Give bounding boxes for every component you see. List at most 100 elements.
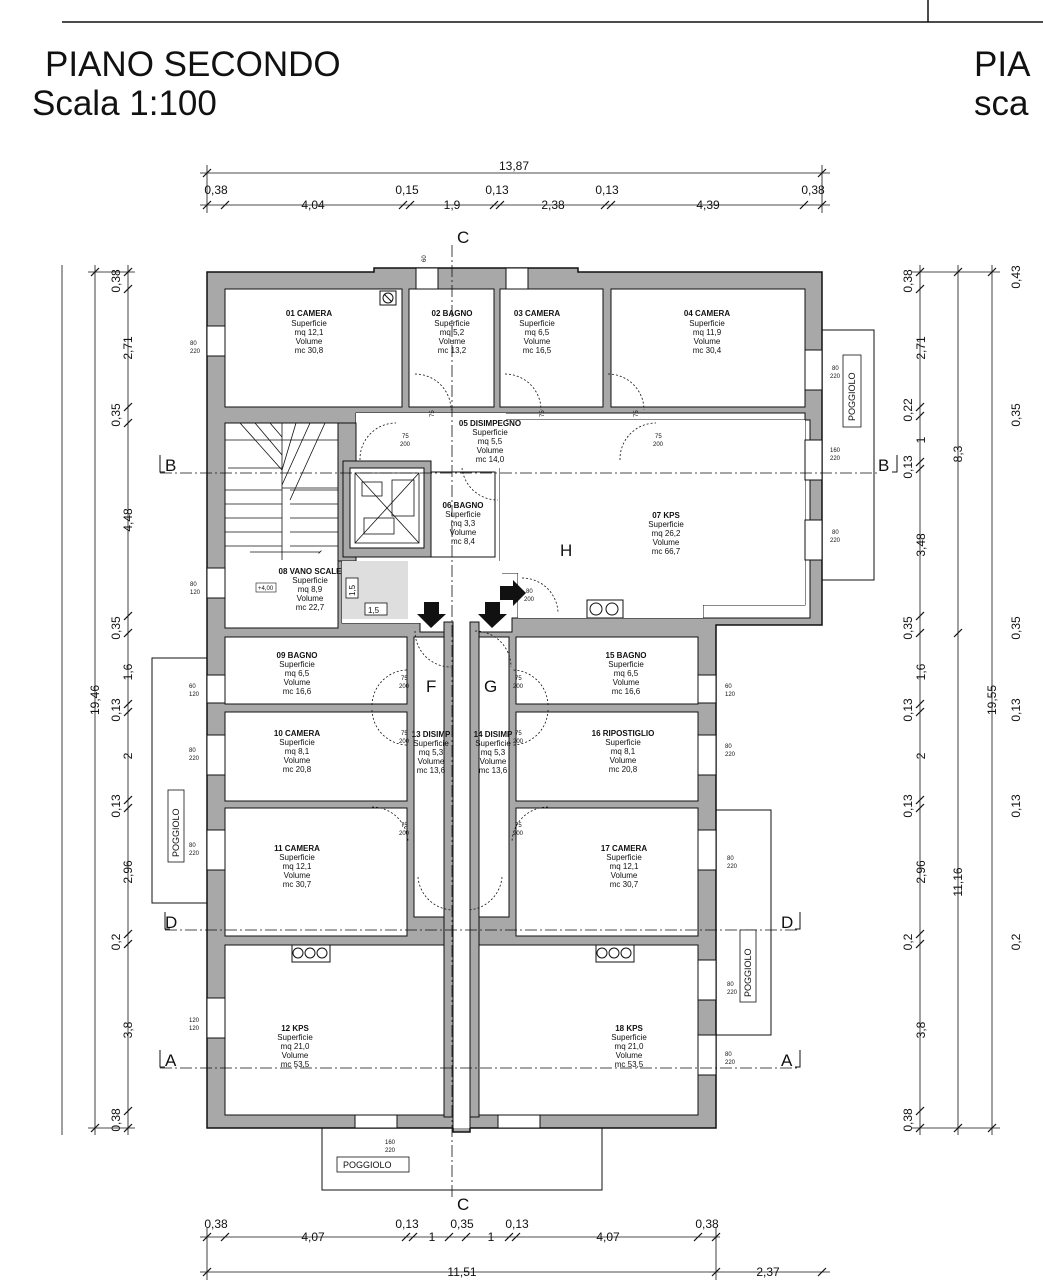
svg-text:200: 200 bbox=[513, 831, 524, 837]
room-label-06: 06 BAGNO Superficie mq 3,3 Volume mc 8,4 bbox=[443, 501, 484, 546]
svg-text:80: 80 bbox=[832, 530, 839, 536]
svg-text:200: 200 bbox=[399, 831, 410, 837]
room-volume-label: Volume bbox=[282, 1051, 309, 1060]
dim-right-total: 8,3 bbox=[951, 445, 965, 462]
room-volume-label: Volume bbox=[284, 756, 311, 765]
dim-top: 4,04 bbox=[301, 198, 325, 212]
room-area: mq 5,5 bbox=[478, 437, 503, 446]
opening-note: 75 bbox=[634, 410, 640, 417]
vent-icons bbox=[291, 290, 635, 963]
room-name: 12 KPS bbox=[281, 1024, 309, 1033]
dim-top-total: 13,87 bbox=[499, 159, 529, 173]
level-mark: +4,00 bbox=[258, 586, 274, 592]
dim-right: 3,48 bbox=[914, 533, 928, 557]
room-volume: mc 53,5 bbox=[281, 1060, 310, 1069]
svg-text:75: 75 bbox=[402, 434, 409, 440]
room-label-11: 11 CAMERA Superficie mq 12,1 Volume mc 3… bbox=[274, 844, 320, 889]
stair-area bbox=[224, 422, 339, 629]
svg-text:200: 200 bbox=[513, 684, 524, 690]
room-volume: mc 13,2 bbox=[438, 346, 467, 355]
dim-right: 3,8 bbox=[914, 1021, 928, 1038]
room-area: mq 8,1 bbox=[285, 747, 310, 756]
svg-text:200: 200 bbox=[400, 442, 411, 448]
axis-label-a-right: A bbox=[781, 1051, 793, 1070]
svg-text:120: 120 bbox=[190, 590, 201, 596]
opening-note: 75 bbox=[430, 410, 436, 417]
room-area: mq 6,5 bbox=[614, 669, 639, 678]
room-labels: 01 CAMERA Superficie mq 12,1 Volume mc 3… bbox=[274, 309, 730, 1069]
room-volume: mc 20,8 bbox=[609, 765, 638, 774]
dim-left-total: 19,46 bbox=[88, 685, 102, 715]
dim-top: 0,13 bbox=[485, 183, 509, 197]
svg-text:120: 120 bbox=[189, 1018, 200, 1024]
room-volume: mc 16,6 bbox=[283, 687, 312, 696]
svg-text:220: 220 bbox=[727, 864, 738, 870]
room-area: mq 5,3 bbox=[419, 748, 444, 757]
balcony-label-east: POGGIOLO bbox=[847, 372, 857, 421]
room-name: 01 CAMERA bbox=[286, 309, 332, 318]
dim-right: 0,13 bbox=[901, 698, 915, 722]
stair-mark-horizontal: 1,5 bbox=[368, 606, 380, 615]
dim-right: 0,38 bbox=[901, 1108, 915, 1132]
next-drawing-title: PIA bbox=[974, 45, 1031, 84]
dim-far-right: 0,35 bbox=[1009, 403, 1023, 427]
room-surface-label: Superficie bbox=[475, 739, 511, 748]
svg-text:120: 120 bbox=[725, 692, 736, 698]
svg-text:220: 220 bbox=[727, 990, 738, 996]
room-surface-label: Superficie bbox=[279, 660, 315, 669]
svg-text:75: 75 bbox=[401, 823, 408, 829]
room-volume-label: Volume bbox=[284, 871, 311, 880]
room-volume-label: Volume bbox=[296, 337, 323, 346]
svg-text:220: 220 bbox=[830, 456, 841, 462]
dim-bottom: 0,38 bbox=[695, 1217, 719, 1231]
dimension-texts-left: 19,46 0,38 2,71 0,35 4,48 0,35 1,6 0,13 … bbox=[88, 269, 135, 1132]
room-name: 15 BAGNO bbox=[606, 651, 647, 660]
room-volume-label: Volume bbox=[524, 337, 551, 346]
dim-left: 1,6 bbox=[121, 663, 135, 680]
room-volume: mc 16,6 bbox=[612, 687, 641, 696]
room-02-area bbox=[408, 288, 495, 408]
room-volume-label: Volume bbox=[653, 538, 680, 547]
room-10-area bbox=[224, 711, 408, 802]
room-15-area bbox=[515, 636, 699, 705]
svg-text:200: 200 bbox=[524, 597, 535, 603]
room-volume-label: Volume bbox=[297, 594, 324, 603]
svg-text:160: 160 bbox=[385, 1140, 396, 1146]
room-surface-label: Superficie bbox=[611, 1033, 647, 1042]
dim-top: 0,38 bbox=[204, 183, 228, 197]
svg-text:220: 220 bbox=[190, 349, 201, 355]
dim-bottom: 4,07 bbox=[301, 1230, 325, 1244]
svg-text:75: 75 bbox=[515, 676, 522, 682]
svg-text:200: 200 bbox=[653, 442, 664, 448]
svg-text:120: 120 bbox=[189, 692, 200, 698]
room-volume-label: Volume bbox=[610, 756, 637, 765]
dim-top: 4,39 bbox=[696, 198, 720, 212]
room-area: mq 5,2 bbox=[440, 328, 465, 337]
room-area: mq 6,5 bbox=[525, 328, 550, 337]
room-label-18: 18 KPS Superficie mq 21,0 Volume mc 53,5 bbox=[611, 1024, 647, 1069]
room-surface-label: Superficie bbox=[445, 510, 481, 519]
svg-text:160: 160 bbox=[830, 448, 841, 454]
dim-left: 0,35 bbox=[109, 616, 123, 640]
dim-left: 0,35 bbox=[109, 403, 123, 427]
door-swings bbox=[359, 373, 657, 911]
drawing-title: PIANO SECONDO bbox=[45, 45, 341, 84]
dim-top: 1,9 bbox=[444, 198, 461, 212]
dim-right-total: 19,55 bbox=[985, 685, 999, 715]
staircase bbox=[225, 422, 338, 560]
room-label-17: 17 CAMERA Superficie mq 12,1 Volume mc 3… bbox=[601, 844, 647, 889]
room-volume: mc 8,4 bbox=[451, 537, 476, 546]
room-name: 06 BAGNO bbox=[443, 501, 484, 510]
svg-text:200: 200 bbox=[399, 739, 410, 745]
dim-left: 2,96 bbox=[121, 860, 135, 884]
room-label-12: 12 KPS Superficie mq 21,0 Volume mc 53,5 bbox=[277, 1024, 313, 1069]
room-label-16: 16 RIPOSTIGLIO Superficie mq 8,1 Volume … bbox=[592, 729, 655, 774]
room-06-area bbox=[430, 471, 496, 558]
dim-right-total: 11,16 bbox=[951, 867, 965, 896]
dim-far-right: 0,2 bbox=[1009, 933, 1023, 950]
